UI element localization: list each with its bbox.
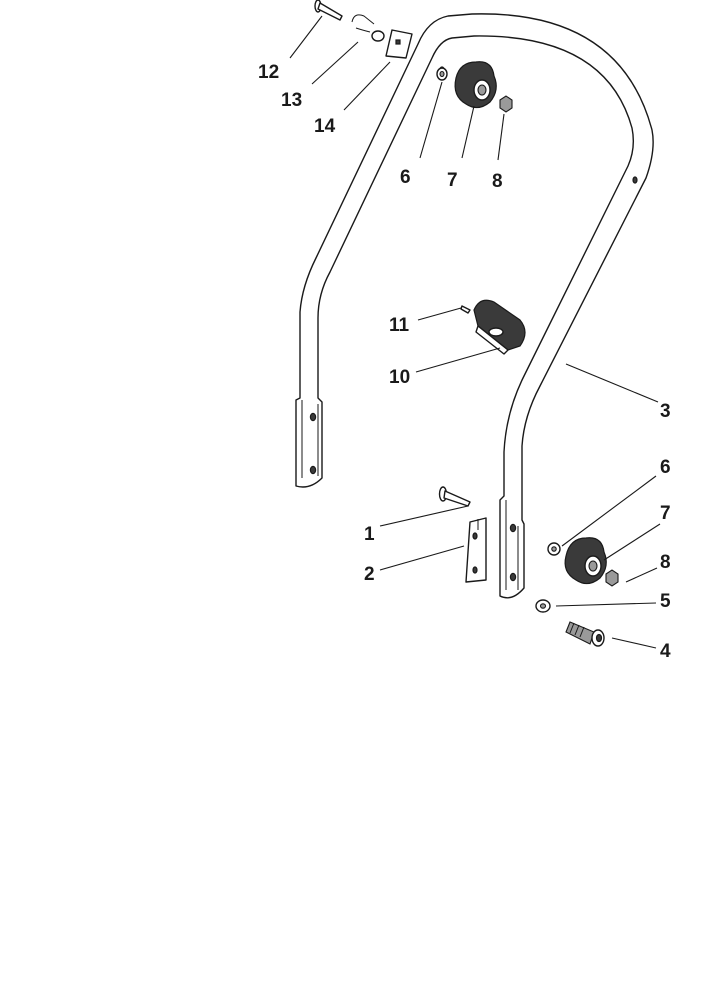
- callout-8-lower: 8: [660, 552, 671, 573]
- callout-7-lower: 7: [660, 503, 671, 524]
- callout-6-upper: 6: [400, 167, 411, 188]
- callout-6-lower: 6: [660, 457, 671, 478]
- bolt-1: [438, 486, 471, 507]
- callout-7-upper: 7: [447, 170, 458, 191]
- washer-5: [535, 599, 551, 613]
- callout-10: 10: [389, 367, 410, 388]
- callout-5: 5: [660, 591, 671, 612]
- clip-13: [351, 14, 385, 42]
- plate-2: [465, 517, 487, 583]
- callout-2: 2: [364, 564, 375, 585]
- nut-8-upper: [499, 95, 513, 113]
- callout-11: 11: [389, 315, 410, 336]
- callout-12: 12: [258, 62, 279, 83]
- knob-7-lower: [564, 537, 607, 585]
- callouts: 12 13 14 6 7 8 11 10 3 6 7 1 8 2 5 4: [258, 62, 671, 662]
- cable-guide-10: [473, 299, 526, 355]
- callout-8-upper: 8: [492, 171, 503, 192]
- handle-tube: [295, 13, 654, 599]
- callout-14: 14: [314, 116, 336, 137]
- bolt-4: [565, 621, 605, 647]
- callout-1: 1: [364, 524, 375, 545]
- callout-13: 13: [281, 90, 302, 111]
- plate-14: [385, 29, 413, 59]
- callout-3: 3: [660, 401, 671, 422]
- screw-11: [460, 305, 471, 314]
- bolt-12: [314, 0, 343, 21]
- leader-lines: [289, 15, 661, 649]
- callout-4: 4: [660, 641, 671, 662]
- washer-6-lower: [547, 542, 561, 556]
- nut-8-lower: [605, 569, 619, 587]
- knob-7-upper: [454, 61, 497, 109]
- washer-6-upper: [436, 67, 448, 81]
